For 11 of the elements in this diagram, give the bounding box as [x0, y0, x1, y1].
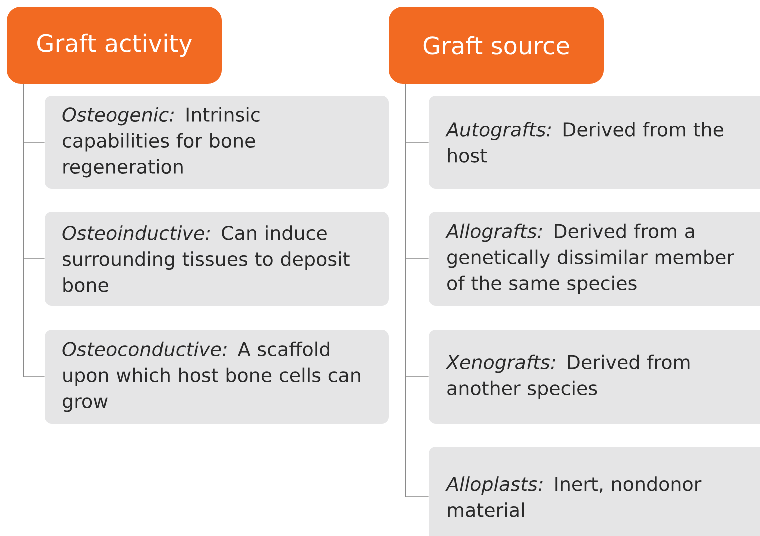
- text-box: Alloplasts: Inert, nondonor material: [429, 447, 760, 536]
- text-box: Xenografts: Derived from another species: [429, 330, 760, 424]
- connector-line: [23, 84, 46, 378]
- text-box: Osteoconductive: A scaffold upon which host bone cells can grow: [45, 330, 389, 424]
- header-tab: Graft source: [389, 7, 604, 84]
- connector-line: [405, 84, 430, 498]
- header-tab: Graft activity: [7, 7, 222, 84]
- text-box: Osteogenic: Intrinsic capabilities for bone regeneration: [45, 96, 389, 189]
- text-box: Osteoinductive: Can induce surrounding tissues to deposit bone: [45, 212, 389, 306]
- text-box: Autografts: Derived from the host: [429, 96, 760, 189]
- text-box: Allografts: Derived from a genetically dissimilar member of the same species: [429, 212, 760, 306]
